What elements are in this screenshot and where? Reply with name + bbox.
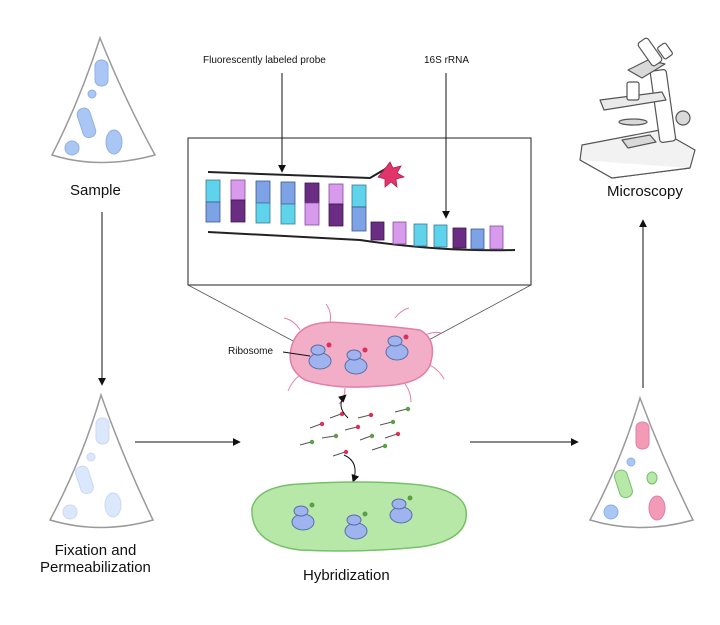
non-target-cell [251, 481, 467, 552]
flagellated-bacterium-icon [87, 89, 97, 99]
ribosome-icon [308, 335, 409, 375]
sample-tube [50, 35, 157, 164]
free-probes [299, 406, 411, 457]
rrna-label: 16S rRNA [424, 55, 470, 66]
spiky-bacterium-icon [105, 129, 123, 155]
rod-bacterium-icon [76, 107, 97, 139]
blue-coccus-bacterium-icon [603, 504, 619, 520]
pink-spiky-bacterium-icon [648, 495, 666, 521]
faded-spiky-bacterium-icon [104, 492, 122, 518]
green-rod-bacterium-icon [614, 469, 633, 499]
faded-rod-bacterium-icon [75, 465, 94, 495]
arrow-to-unhybridized-cell [343, 454, 360, 483]
ribosome-label: Ribosome [228, 346, 274, 357]
probe-backbone [207, 167, 388, 180]
fixation-label-line2: Permeabilization [40, 559, 151, 577]
ribosome-pointer [282, 351, 311, 357]
sample-label: Sample [70, 182, 121, 199]
hybridization-label: Hybridization [303, 567, 390, 584]
zoom-line-right [424, 284, 532, 343]
microscope-icon [579, 37, 696, 179]
flagellated-bacterium-icon [626, 457, 636, 467]
pink-rod-bacterium-icon [635, 421, 650, 450]
green-coccus-bacterium-icon [646, 471, 658, 485]
result-tube [588, 395, 695, 529]
zoom-line-left [187, 284, 296, 343]
hybridized-cell [283, 303, 445, 405]
rrna-backbone [207, 231, 516, 252]
base-pairs [205, 179, 504, 250]
faded-rod-bacterium-icon [95, 417, 110, 445]
faded-flagellated-bacterium-icon [86, 452, 96, 462]
fixation-label-line1: Fixation and [54, 542, 137, 559]
fluorophore-icon [377, 161, 406, 188]
coccus-bacterium-icon [64, 140, 80, 156]
fixation-label: Fixation and Permeabilization [40, 542, 151, 577]
microscopy-label: Microscopy [607, 183, 683, 200]
arrow-to-hybridized-cell [337, 394, 349, 419]
faded-coccus-bacterium-icon [62, 504, 78, 520]
fixation-tube [48, 392, 155, 529]
probe-label: Fluorescently labeled probe [203, 55, 326, 66]
rod-bacterium-icon [94, 59, 109, 87]
ribosome-icon [291, 498, 413, 540]
